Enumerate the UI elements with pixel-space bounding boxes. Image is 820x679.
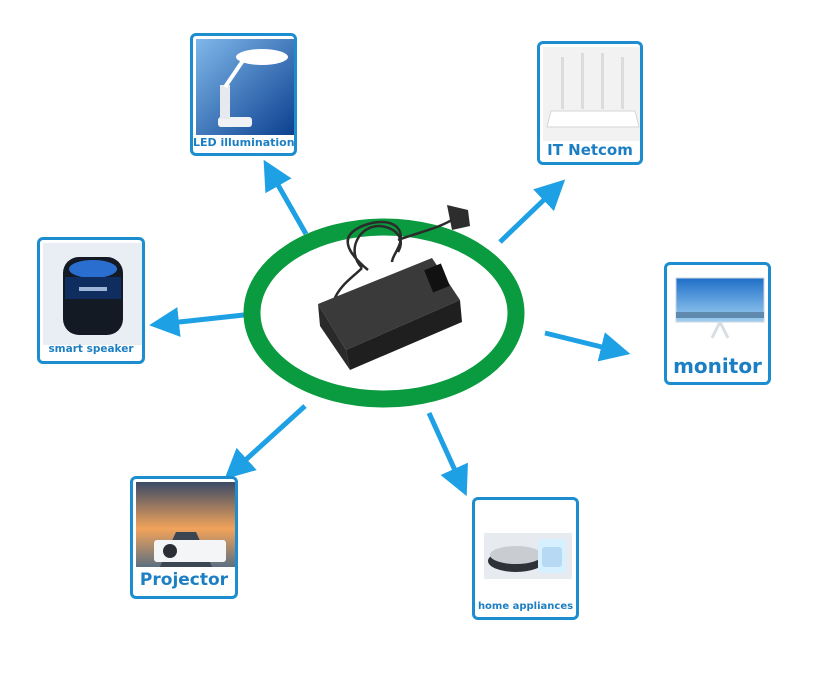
arrow-monitor [544,330,631,362]
card-monitor-label: monitor [673,354,762,378]
monitor-icon [670,268,768,348]
arrow-it [498,179,566,244]
desk-lamp-icon [196,39,294,135]
card-projector[interactable]: Projector [130,476,238,599]
router-icon [543,47,640,141]
card-smart-speaker[interactable]: smart speaker [37,237,145,364]
card-speaker-label: smart speaker [48,343,134,355]
arrow-projector [224,404,307,480]
card-led-illumination[interactable]: LED illumination [190,33,297,156]
arrow-led [263,159,309,236]
projector-icon [136,482,235,567]
robot-vacuum-icon [478,503,576,599]
card-home-appliances[interactable]: home appliances [472,497,579,620]
card-monitor[interactable]: monitor [664,262,771,385]
card-it-label: IT Netcom [547,141,633,159]
card-projector-label: Projector [139,570,229,590]
card-it-netcom[interactable]: IT Netcom [537,41,643,165]
power-adapter-icon [318,205,470,370]
arrow-home [426,411,468,497]
card-led-label: LED illumination [193,136,295,149]
card-home-label: home appliances [477,601,574,612]
speaker-icon [43,243,142,345]
arrow-speaker [149,307,245,337]
